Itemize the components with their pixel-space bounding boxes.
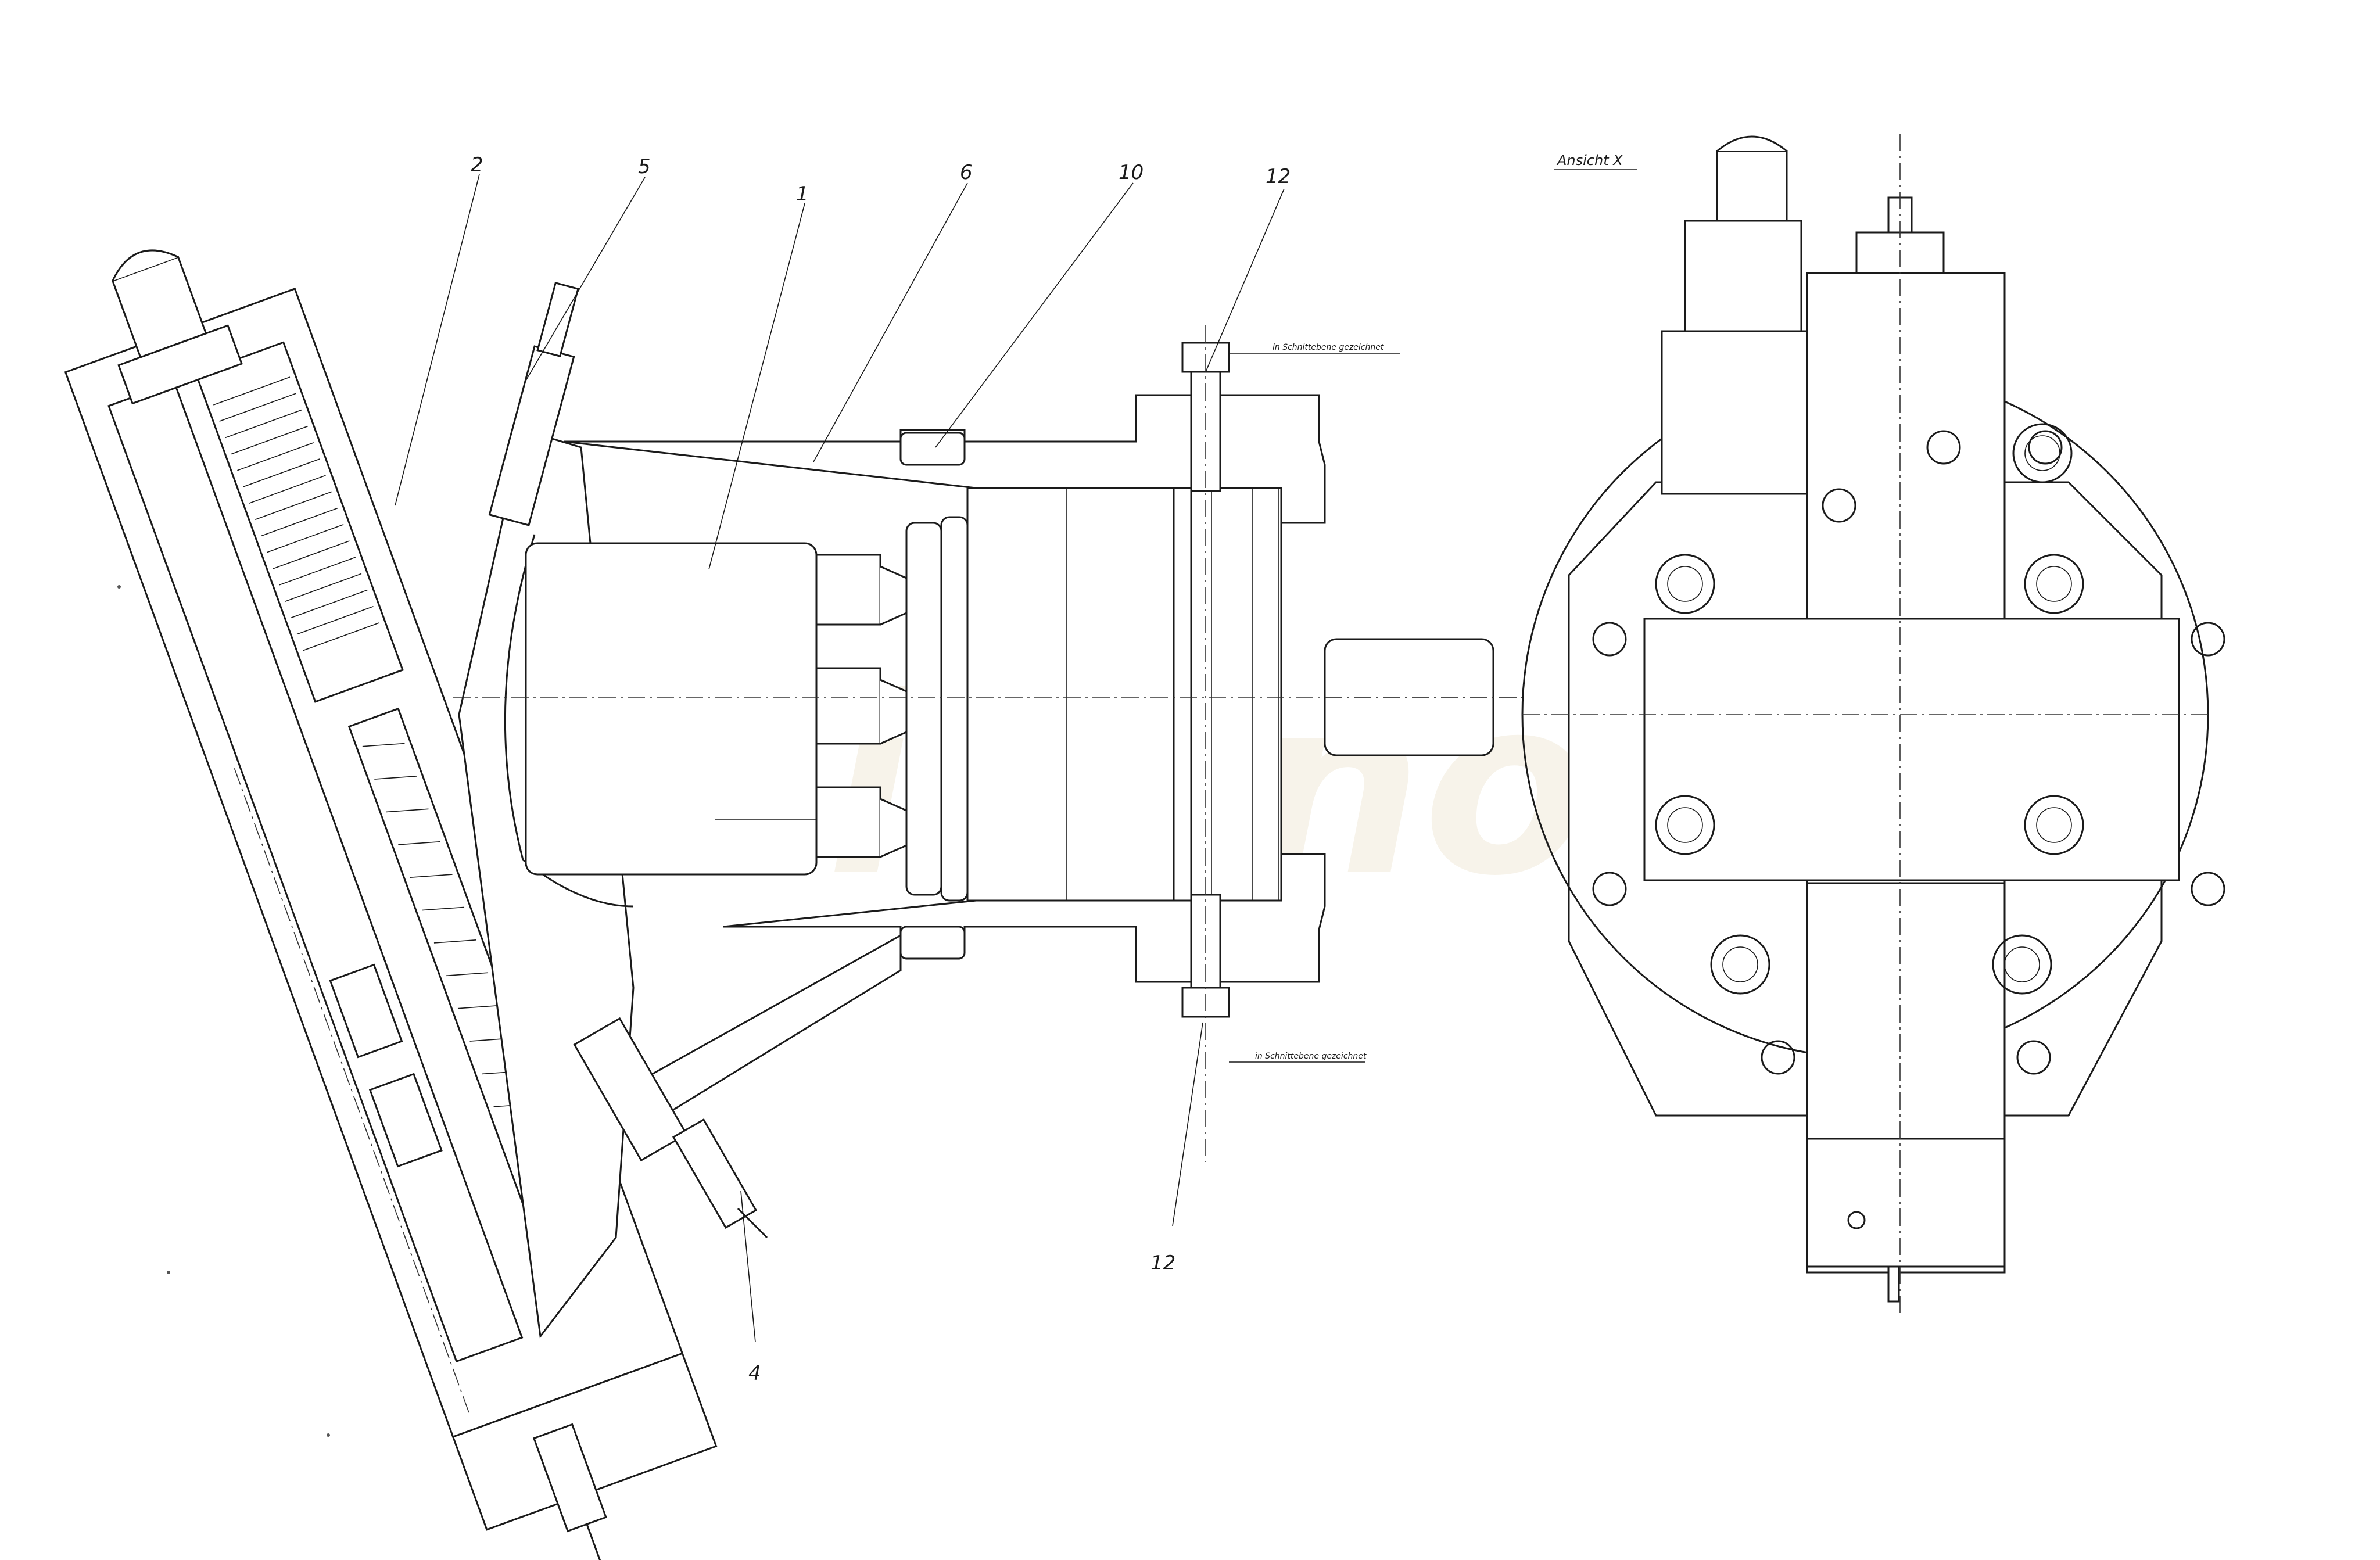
view-x: Ansicht X <box>1521 134 2225 1313</box>
cylinder-block <box>525 542 818 876</box>
output-shaft <box>1324 638 1494 756</box>
label-6: 6 <box>960 161 973 184</box>
front-housing <box>563 342 1326 1018</box>
section-view <box>64 249 1522 1560</box>
flange-holes <box>1592 430 2225 1075</box>
port-fitting <box>573 934 902 1239</box>
label-4: 4 <box>748 1362 761 1385</box>
label-10: 10 <box>1119 161 1144 184</box>
scan-specks <box>117 585 330 1437</box>
label-5: 5 <box>638 155 651 178</box>
pistons <box>815 554 908 858</box>
section-note-bottom: in Schnittebene gezeichnet <box>1255 1052 1367 1061</box>
bolts <box>1655 423 2084 1229</box>
drive-flange <box>905 522 942 896</box>
view-title: Ansicht X <box>1556 152 1623 168</box>
label-2: 2 <box>471 153 483 177</box>
center-bar <box>1643 618 2180 881</box>
label-1: 1 <box>796 182 809 206</box>
label-12-top: 12 <box>1266 165 1291 188</box>
section-note-top: in Schnittebene gezeichnet <box>1273 343 1384 352</box>
label-12-bottom: 12 <box>1150 1251 1175 1275</box>
part-callouts: 2 5 1 6 10 12 12 4 in Schnittebene gezei… <box>395 153 1400 1385</box>
upper-fitting <box>488 282 579 526</box>
